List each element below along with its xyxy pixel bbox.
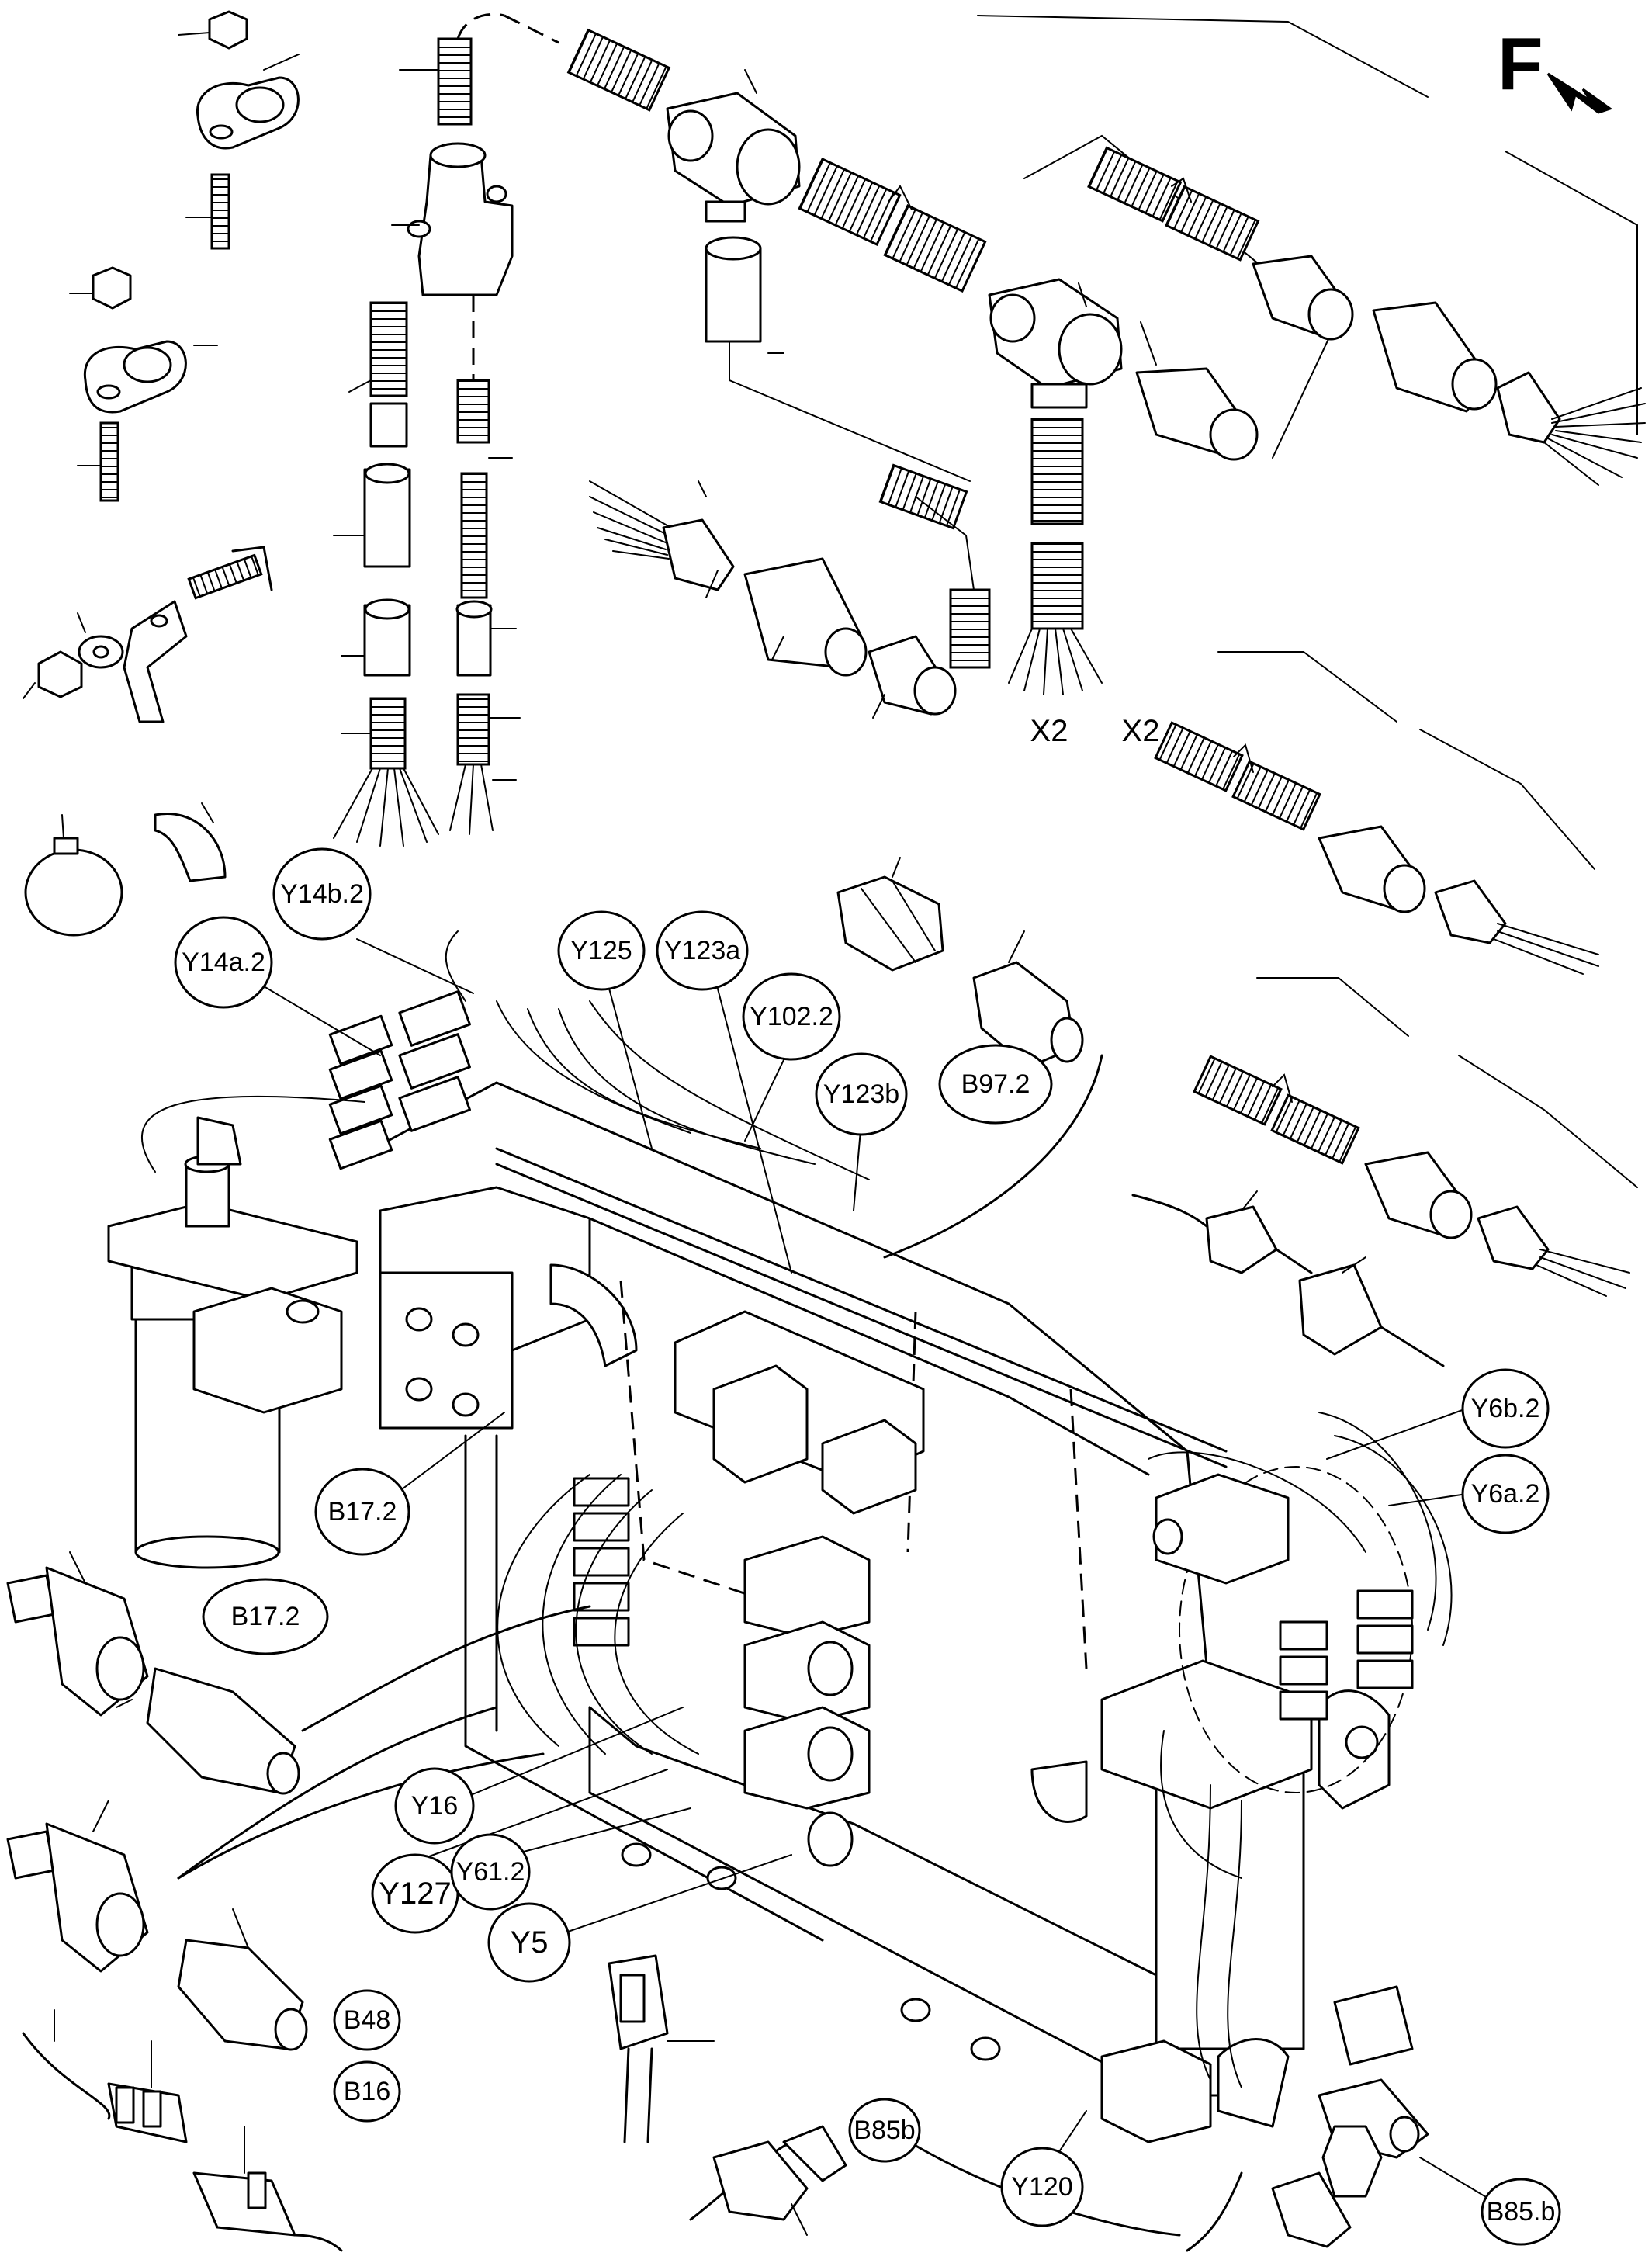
callout-text: B16 bbox=[344, 2077, 391, 2106]
callout-text: Y16 bbox=[411, 1791, 459, 1821]
callout-text: Y123b bbox=[823, 1080, 899, 1109]
callout-b17-2-a: B17.2 bbox=[314, 1468, 410, 1556]
callout-y102-2: Y102.2 bbox=[742, 972, 841, 1061]
sensor-plugs-left bbox=[6, 1551, 308, 2051]
callout-y16: Y16 bbox=[394, 1767, 475, 1845]
callout-y123a: Y123a bbox=[656, 910, 749, 991]
connector-bottom-center bbox=[608, 1954, 847, 2236]
callout-y120: Y120 bbox=[1000, 2147, 1084, 2227]
callout-text: Y120 bbox=[1011, 2172, 1072, 2202]
callout-text: Y61.2 bbox=[456, 1857, 525, 1887]
orientation-indicator: F bbox=[1498, 23, 1613, 114]
harness-branch-right-lower bbox=[1193, 977, 1638, 1297]
harness-branch-right-upper bbox=[1154, 651, 1599, 975]
callout-y127: Y127 bbox=[371, 1853, 459, 1934]
vertical-connector-stack bbox=[333, 12, 521, 847]
harness-branch-middle bbox=[589, 463, 991, 719]
direction-arrow-icon bbox=[1546, 72, 1613, 114]
callout-y61-2: Y61.2 bbox=[450, 1833, 531, 1911]
callout-text: Y6b.2 bbox=[1471, 1394, 1540, 1423]
callout-y14a-2: Y14a.2 bbox=[174, 916, 273, 1009]
clamp-assembly-mid bbox=[69, 266, 218, 502]
callout-text: Y5 bbox=[511, 1925, 549, 1960]
callout-b97-2: B97.2 bbox=[938, 1044, 1053, 1125]
callout-text: Y14a.2 bbox=[182, 948, 265, 977]
t-connector-harness-top bbox=[504, 14, 1259, 695]
callout-y125: Y125 bbox=[557, 910, 646, 991]
callout-y6b-2: Y6b.2 bbox=[1461, 1368, 1550, 1449]
callout-b17-2-b: B17.2 bbox=[202, 1578, 329, 1655]
callout-text: B85b bbox=[854, 2116, 915, 2145]
callout-text: Y125 bbox=[570, 936, 632, 965]
callout-text: Y102.2 bbox=[750, 1002, 833, 1031]
callout-text: B17.2 bbox=[328, 1497, 397, 1527]
callout-b85b-a: B85b bbox=[848, 2098, 921, 2163]
main-hydraulic-assembly bbox=[107, 930, 1453, 2252]
callout-b16: B16 bbox=[333, 2060, 401, 2123]
bracket-assembly bbox=[23, 546, 273, 723]
callout-text: Y6a.2 bbox=[1471, 1479, 1540, 1509]
callout-text: B48 bbox=[344, 2005, 391, 2035]
callout-b85b-b: B85.b bbox=[1481, 2178, 1561, 2246]
callout-text: Y14b.2 bbox=[280, 879, 364, 909]
sensor-b97-assembly bbox=[836, 857, 1103, 1259]
label-x2-a: X2 bbox=[1030, 714, 1068, 748]
harness-branch-top-right bbox=[977, 15, 1646, 486]
electrical-connectors-bottom-left bbox=[22, 2009, 343, 2252]
orientation-label: F bbox=[1498, 23, 1543, 106]
callout-text: B17.2 bbox=[231, 1602, 300, 1631]
callout-y14b-2: Y14b.2 bbox=[272, 847, 372, 941]
connector-plugs-right bbox=[1131, 1190, 1445, 1367]
callout-text: Y123a bbox=[664, 936, 740, 965]
cable-tie-and-sleeve bbox=[24, 802, 227, 937]
callout-text: B85.b bbox=[1487, 2197, 1556, 2227]
callout-text: Y127 bbox=[379, 1877, 451, 1911]
callout-text: B97.2 bbox=[961, 1069, 1030, 1099]
clamp-assembly-top bbox=[178, 10, 300, 250]
callout-b48: B48 bbox=[333, 1989, 401, 2051]
callout-y5: Y5 bbox=[487, 1902, 571, 1983]
callout-y123b: Y123b bbox=[815, 1052, 908, 1136]
label-x2-b: X2 bbox=[1122, 714, 1160, 748]
callout-y6a-2: Y6a.2 bbox=[1461, 1454, 1550, 1534]
